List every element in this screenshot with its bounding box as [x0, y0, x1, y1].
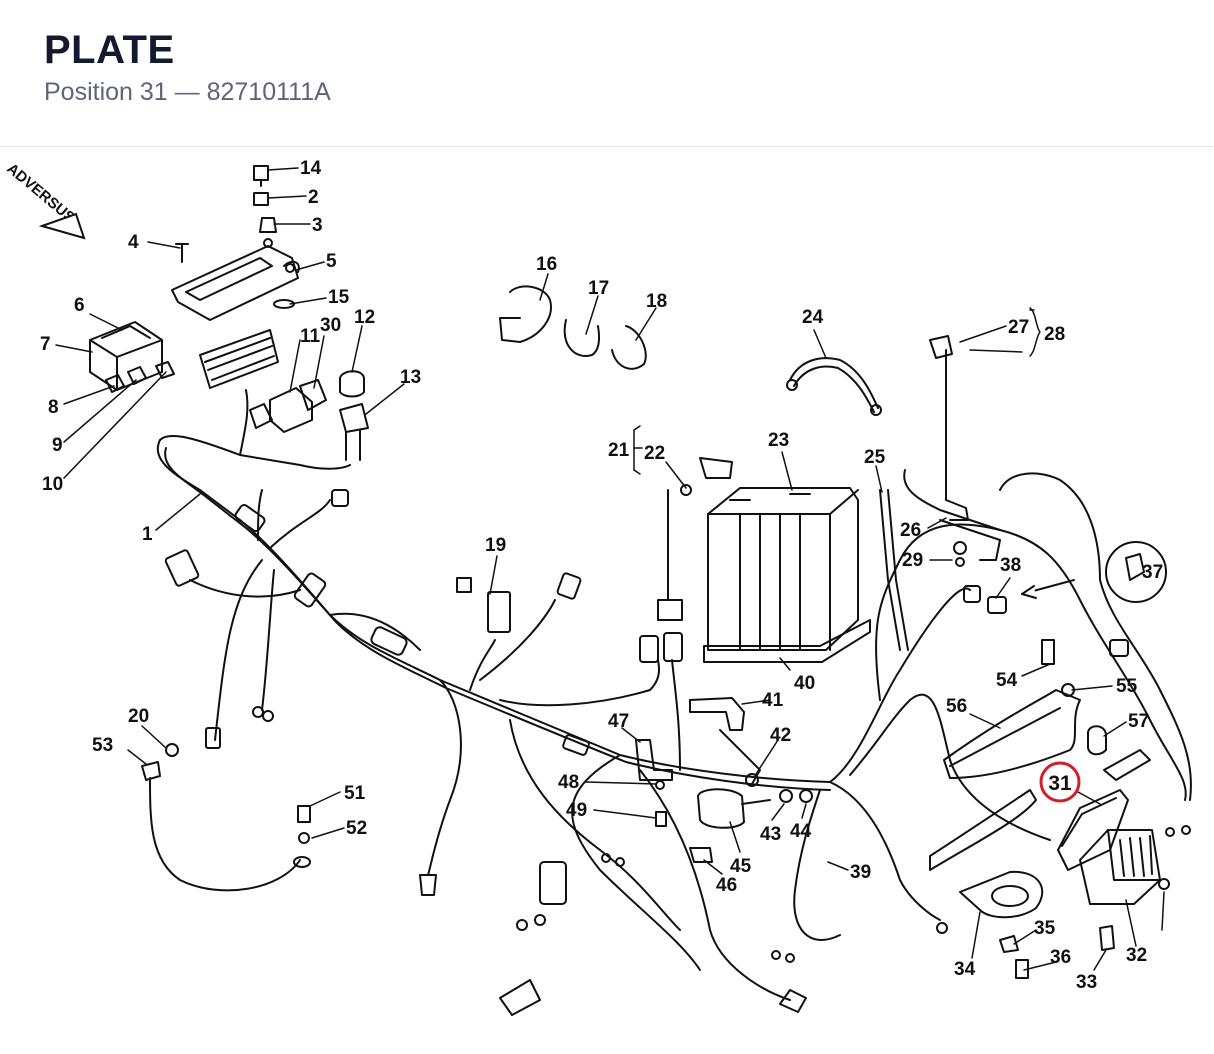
leader-lines	[55, 167, 1165, 971]
callout-26[interactable]: 26	[900, 520, 921, 541]
callout-45[interactable]: 45	[730, 856, 752, 877]
callout-25[interactable]: 25	[864, 447, 886, 468]
callout-28[interactable]: 28	[1044, 324, 1065, 345]
callout-21[interactable]: 21	[608, 440, 630, 461]
vent-tube	[879, 489, 901, 651]
callout-27[interactable]: 27	[1008, 317, 1029, 338]
callout-4[interactable]: 4	[128, 232, 139, 253]
callout-22[interactable]: 22	[644, 443, 665, 464]
callout-42[interactable]: 42	[770, 725, 791, 746]
callout-8[interactable]: 8	[48, 397, 59, 418]
callout-6[interactable]: 6	[74, 295, 85, 316]
callout-37[interactable]: 37	[1142, 562, 1163, 583]
ground-strap	[786, 357, 882, 416]
callout-50[interactable]: 51	[344, 783, 366, 804]
callout-7[interactable]: 7	[40, 334, 51, 355]
callout-49[interactable]: 49	[566, 800, 587, 821]
callout-17[interactable]: 17	[588, 278, 609, 299]
callout-54[interactable]: 55	[1116, 676, 1138, 697]
highlighted-callout-31[interactable]: 31	[1039, 761, 1081, 803]
mounting-bracket	[689, 697, 761, 787]
harness-connectors	[164, 489, 1191, 1016]
callout-47[interactable]: 47	[608, 711, 629, 732]
callout-52[interactable]: 53	[92, 735, 113, 756]
battery	[703, 487, 871, 663]
page-header: PLATE Position 31 — 82710111A	[0, 0, 1214, 146]
ground-wire	[141, 743, 311, 892]
page-subtitle: Position 31 — 82710111A	[44, 78, 331, 106]
wiring-harness-drawing: ADVERSUS 31 14 2 3 4 5 15 6 7 8 9 10 11 …	[3, 158, 1192, 1016]
callout-12[interactable]: 12	[354, 307, 375, 328]
callout-40[interactable]: 40	[794, 673, 815, 694]
callout-31[interactable]: 31	[1048, 772, 1072, 795]
callout-16[interactable]: 16	[536, 254, 557, 275]
callout-46[interactable]: 46	[716, 875, 737, 896]
callout-13[interactable]: 13	[400, 367, 421, 388]
main-harness	[156, 389, 1192, 1001]
callout-48[interactable]: 48	[558, 772, 579, 793]
relay-group	[249, 370, 369, 461]
callout-10[interactable]: 10	[42, 474, 63, 495]
battery-negative-lead	[929, 335, 1001, 567]
callout-29[interactable]: 29	[902, 550, 923, 571]
detail-inset	[1105, 541, 1167, 603]
highlight-ring	[1039, 761, 1081, 803]
starter-relay	[689, 788, 813, 863]
battery-positive-lead	[657, 457, 733, 621]
cable-ties	[499, 285, 647, 370]
page-title: PLATE	[44, 28, 175, 72]
brand-arrow-icon: ADVERSUS	[3, 160, 86, 240]
callout-15[interactable]: 15	[328, 287, 350, 308]
callout-19[interactable]: 19	[485, 535, 506, 556]
callout-14[interactable]: 14	[300, 158, 322, 179]
callout-3[interactable]: 3	[312, 215, 323, 236]
callout-9[interactable]: 9	[52, 435, 63, 456]
callout-55[interactable]: 56	[946, 696, 967, 717]
exploded-parts-diagram: ADVERSUS 31 14 2 3 4 5 15 6 7 8 9 10 11 …	[0, 147, 1214, 1049]
callout-39[interactable]: 39	[850, 862, 871, 883]
fuse-box-assembly	[89, 165, 300, 393]
callout-1[interactable]: 1	[142, 524, 153, 545]
callout-34[interactable]: 34	[954, 959, 976, 980]
callout-56[interactable]: 57	[1128, 711, 1149, 732]
callout-30[interactable]: 30	[320, 315, 341, 336]
callout-24[interactable]: 24	[802, 307, 824, 328]
callout-36[interactable]: 36	[1050, 947, 1071, 968]
connector-bracket	[635, 739, 673, 827]
callout-20[interactable]: 20	[128, 706, 149, 727]
callout-11[interactable]: 11	[300, 326, 321, 347]
callout-labels: 14 2 3 4 5 15 6 7 8 9 10 11 30 12 13 1 1…	[40, 158, 1163, 993]
regulator-assembly	[929, 639, 1170, 979]
callout-35[interactable]: 35	[1034, 918, 1056, 939]
callout-38[interactable]: 38	[1000, 555, 1021, 576]
callout-53[interactable]: 54	[996, 670, 1018, 691]
callout-41[interactable]: 41	[762, 690, 784, 711]
callout-5[interactable]: 5	[326, 251, 337, 272]
header-divider	[0, 146, 1214, 147]
callout-51[interactable]: 52	[346, 818, 367, 839]
callout-43[interactable]: 43	[760, 824, 781, 845]
callout-23[interactable]: 23	[768, 430, 789, 451]
callout-2[interactable]: 2	[308, 187, 319, 208]
callout-18[interactable]: 18	[646, 291, 667, 312]
callout-33[interactable]: 33	[1076, 972, 1097, 993]
callout-44[interactable]: 44	[790, 821, 812, 842]
callout-32[interactable]: 32	[1126, 945, 1147, 966]
